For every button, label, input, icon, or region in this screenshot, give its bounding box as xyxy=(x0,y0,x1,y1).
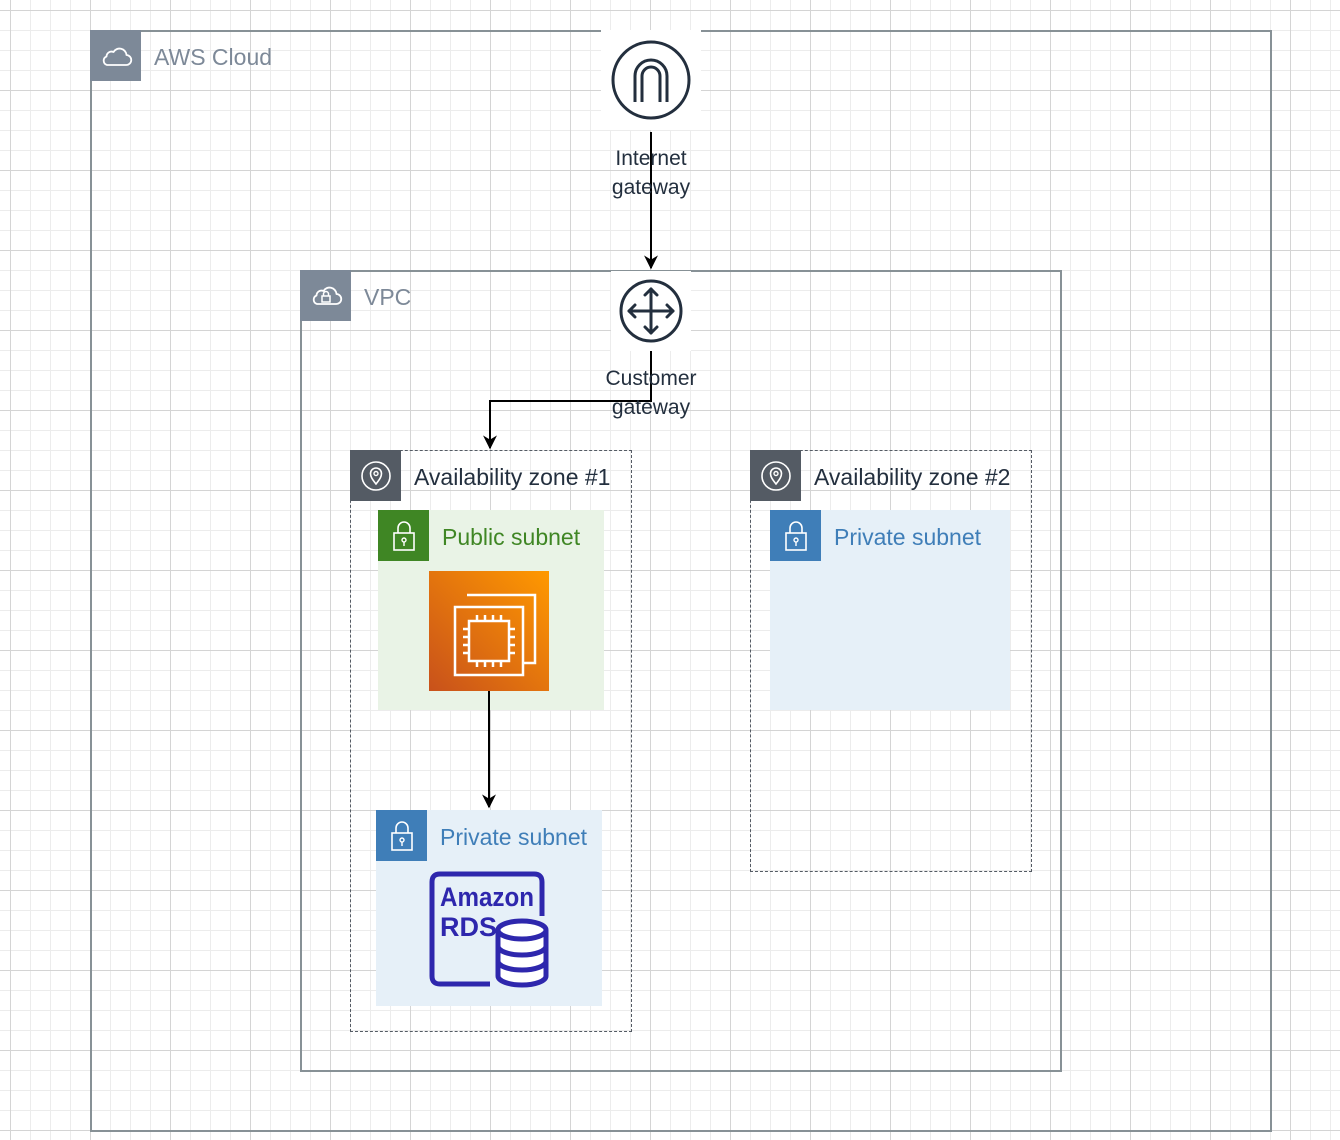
public-subnet-label: Public subnet xyxy=(442,524,581,550)
ec2-chip-icon[interactable] xyxy=(429,571,549,691)
cgw-to-az1-arrow xyxy=(483,351,652,450)
customer-gateway-label: Customer gateway xyxy=(581,364,721,422)
cloud-icon xyxy=(90,30,141,81)
internet-gateway-label-line1: Internet xyxy=(615,147,687,170)
router-icon xyxy=(619,279,683,343)
internet-gateway-label-line2: gateway xyxy=(611,176,691,199)
vpc-label: VPC xyxy=(364,284,412,310)
private-subnet-az2-label: Private subnet xyxy=(834,524,982,550)
availability-zone-1 xyxy=(350,450,632,1032)
cloud-lock-icon xyxy=(300,270,351,321)
aws-cloud-label: AWS Cloud xyxy=(154,44,273,70)
customer-gateway-label-line1: Customer xyxy=(605,367,697,390)
padlock-icon xyxy=(770,510,821,561)
location-pin-icon xyxy=(750,450,801,501)
location-pin-icon xyxy=(350,450,401,501)
padlock-icon xyxy=(378,510,429,561)
customer-gateway-node[interactable] xyxy=(611,271,691,351)
rds-amazon-text: Amazon xyxy=(440,882,534,912)
internet-gateway-node[interactable] xyxy=(601,30,701,130)
availability-zone-2 xyxy=(750,450,1032,872)
rds-database-icon[interactable]: Amazon RDS xyxy=(428,870,550,990)
customer-gateway-label-line2: gateway xyxy=(611,396,691,419)
rds-rds-text: RDS xyxy=(440,912,497,942)
availability-zone-2-label: Availability zone #2 xyxy=(814,464,1011,490)
private-subnet-az1-label: Private subnet xyxy=(440,824,588,850)
availability-zone-1-label: Availability zone #1 xyxy=(414,464,611,490)
padlock-icon xyxy=(376,810,427,861)
internet-gateway-icon xyxy=(611,40,691,120)
internet-gateway-label: Internet gateway xyxy=(591,144,711,202)
